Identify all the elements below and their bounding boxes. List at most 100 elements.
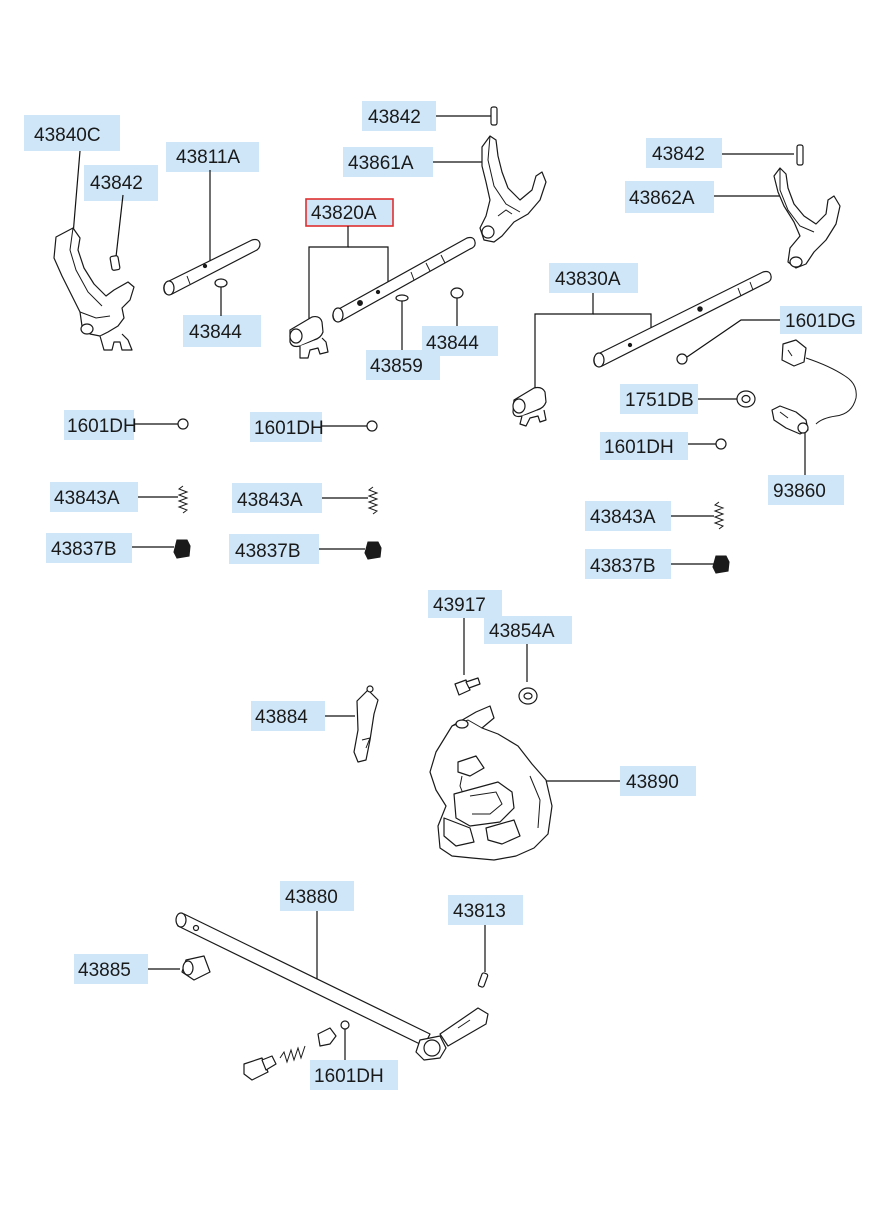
svg-text:43880: 43880 (285, 887, 338, 908)
label-43884[interactable]: 43884 (251, 701, 325, 731)
svg-text:43854A: 43854A (489, 621, 555, 642)
ball-1601dh-center[interactable] (366, 420, 378, 432)
label-43820a[interactable]: 43820A (305, 198, 394, 227)
ball-1601dh-bottom[interactable] (340, 1020, 350, 1030)
label-43843a-left[interactable]: 43843A (50, 482, 138, 512)
svg-text:43859: 43859 (370, 356, 423, 377)
label-93860[interactable]: 93860 (768, 475, 844, 505)
ball-1601dh-left[interactable] (177, 418, 189, 430)
spring-43843a-right[interactable] (713, 501, 725, 530)
svg-text:1751DB: 1751DB (625, 390, 694, 411)
svg-text:43917: 43917 (433, 595, 486, 616)
plug-43837b-center[interactable] (364, 541, 382, 560)
svg-text:43884: 43884 (255, 707, 308, 728)
label-43811a[interactable]: 43811A (166, 142, 259, 172)
svg-text:43890: 43890 (626, 772, 679, 793)
lever-43884[interactable] (353, 685, 379, 763)
svg-text:93860: 93860 (773, 481, 826, 502)
svg-text:43885: 43885 (78, 960, 131, 981)
spring-43843a-left[interactable] (177, 485, 189, 514)
bolt-bottom[interactable] (243, 1055, 277, 1081)
pin-43813[interactable] (477, 972, 489, 988)
svg-text:43830A: 43830A (555, 269, 621, 290)
switch-93860[interactable] (771, 339, 857, 435)
shift-rail-43811a[interactable] (163, 238, 261, 296)
svg-text:43813: 43813 (453, 901, 506, 922)
label-43885[interactable]: 43885 (74, 954, 148, 984)
svg-text:1601DH: 1601DH (254, 418, 324, 439)
svg-text:43861A: 43861A (348, 153, 414, 174)
svg-text:43840C: 43840C (34, 125, 101, 146)
label-43890[interactable]: 43890 (620, 766, 696, 796)
svg-text:43820A: 43820A (311, 203, 377, 224)
label-43837b-left[interactable]: 43837B (46, 533, 132, 563)
svg-text:43843A: 43843A (590, 507, 656, 528)
plug-43837b-left[interactable] (173, 539, 191, 559)
ball-1601dg[interactable] (676, 353, 688, 365)
plug-bottom[interactable] (317, 1027, 337, 1047)
svg-text:43811A: 43811A (176, 147, 240, 168)
svg-text:43843A: 43843A (54, 488, 120, 509)
pin-43842-left[interactable] (109, 255, 121, 271)
washer-43854a[interactable] (518, 687, 538, 705)
label-43842-right[interactable]: 43842 (646, 138, 722, 168)
ball-43844-left[interactable] (214, 278, 228, 288)
label-1601dh-left[interactable]: 1601DH (64, 410, 137, 440)
highlight-border (305, 198, 394, 227)
svg-text:43842: 43842 (368, 107, 421, 128)
label-43837b-right[interactable]: 43837B (585, 549, 671, 579)
label-1601dh-center[interactable]: 1601DH (250, 412, 324, 442)
bolt-43917[interactable] (454, 677, 481, 696)
svg-text:43843A: 43843A (237, 490, 303, 511)
svg-text:43837B: 43837B (235, 541, 301, 562)
label-1601dh-right[interactable]: 1601DH (600, 432, 688, 460)
shaft-43880[interactable] (175, 912, 489, 1061)
label-43842-left[interactable]: 43842 (84, 165, 158, 201)
gasket-1751db[interactable] (736, 390, 756, 408)
label-1601dh-bottom[interactable]: 1601DH (310, 1060, 398, 1090)
ball-43844-center[interactable] (450, 287, 464, 299)
bushing-43885[interactable] (181, 955, 211, 981)
svg-text:43844: 43844 (426, 333, 479, 354)
svg-text:43862A: 43862A (629, 188, 695, 209)
label-43844-left[interactable]: 43844 (183, 315, 261, 347)
svg-text:1601DH: 1601DH (604, 437, 674, 458)
label-43843a-right[interactable]: 43843A (585, 501, 671, 531)
label-43830a[interactable]: 43830A (549, 263, 638, 293)
leader-lines (72, 115, 806, 1060)
svg-text:43842: 43842 (90, 173, 143, 194)
label-43840c[interactable]: 43840C (24, 115, 120, 151)
svg-text:43837B: 43837B (590, 556, 656, 577)
pin-43842-center[interactable] (490, 106, 498, 126)
label-43862a[interactable]: 43862A (625, 181, 714, 213)
label-43854a[interactable]: 43854A (484, 616, 572, 644)
pin-43842-right[interactable] (796, 144, 804, 166)
shift-rail-43830a[interactable] (512, 270, 772, 427)
svg-text:1601DH: 1601DH (314, 1066, 384, 1087)
label-43917[interactable]: 43917 (428, 590, 502, 618)
label-43861a[interactable]: 43861A (343, 147, 433, 177)
label-43837b-center[interactable]: 43837B (229, 534, 319, 564)
svg-text:43837B: 43837B (51, 539, 117, 560)
ball-1601dh-right[interactable] (715, 438, 727, 450)
label-43880[interactable]: 43880 (280, 881, 354, 911)
spring-43843a-center[interactable] (367, 486, 379, 515)
plug-43837b-right[interactable] (712, 555, 730, 574)
spring-bottom[interactable] (279, 1045, 306, 1064)
shift-fork-43840c[interactable] (53, 227, 135, 351)
shift-fork-43862a[interactable] (773, 167, 841, 269)
label-43842-center[interactable]: 43842 (362, 101, 436, 131)
shift-rail-43820a[interactable] (289, 236, 476, 359)
shift-fork-43861a[interactable] (479, 135, 547, 243)
label-43813[interactable]: 43813 (448, 895, 523, 925)
svg-text:43844: 43844 (189, 322, 242, 343)
svg-text:1601DG: 1601DG (785, 311, 856, 332)
label-1751db[interactable]: 1751DB (620, 384, 698, 414)
label-43844-center[interactable]: 43844 (422, 326, 498, 356)
pin-43859[interactable] (395, 294, 409, 302)
svg-text:43842: 43842 (652, 144, 705, 165)
label-43843a-center[interactable]: 43843A (232, 483, 322, 513)
housing-43890[interactable] (429, 705, 553, 861)
label-1601dg[interactable]: 1601DG (780, 306, 862, 334)
